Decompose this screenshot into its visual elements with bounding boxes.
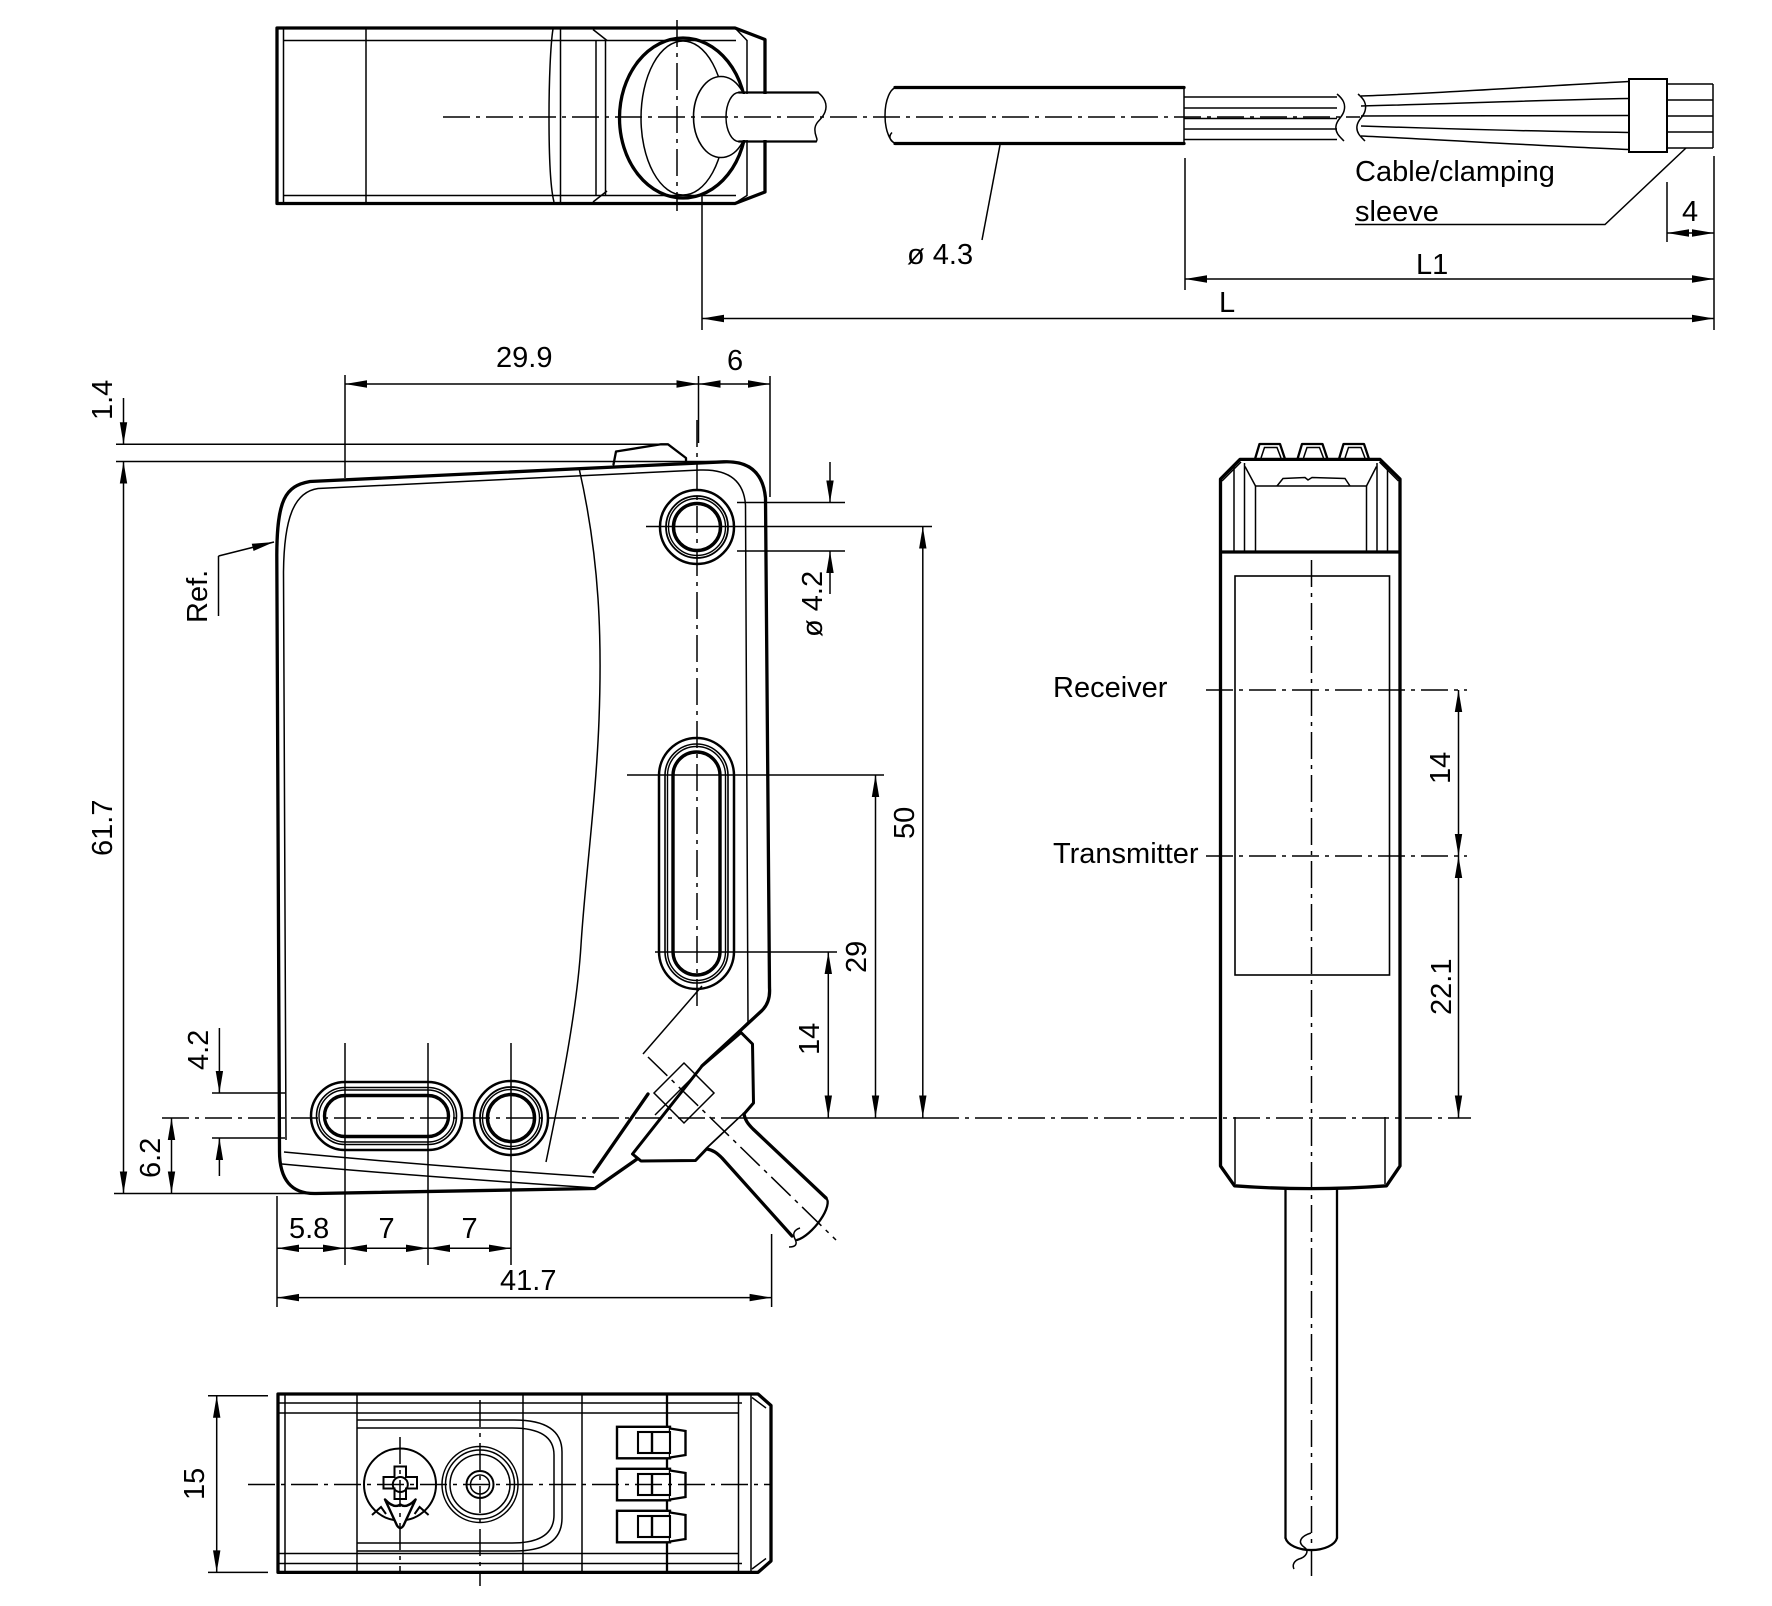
svg-text:22.1: 22.1 bbox=[1426, 959, 1458, 1015]
svg-text:Cable/clamping: Cable/clamping bbox=[1355, 156, 1555, 188]
svg-text:ø 4.3: ø 4.3 bbox=[907, 239, 973, 271]
svg-text:14: 14 bbox=[794, 1023, 826, 1055]
svg-text:6: 6 bbox=[727, 345, 743, 377]
svg-text:6.2: 6.2 bbox=[135, 1138, 167, 1178]
svg-text:Ref.: Ref. bbox=[182, 570, 214, 623]
svg-text:4: 4 bbox=[1682, 196, 1698, 228]
svg-text:61.7: 61.7 bbox=[87, 800, 119, 856]
svg-text:29.9: 29.9 bbox=[496, 342, 552, 374]
svg-text:ø 4.2: ø 4.2 bbox=[797, 571, 829, 637]
svg-text:7: 7 bbox=[379, 1213, 395, 1245]
svg-text:4.2: 4.2 bbox=[183, 1030, 215, 1070]
svg-text:Receiver: Receiver bbox=[1053, 672, 1168, 704]
svg-text:L: L bbox=[1219, 287, 1235, 319]
svg-text:14: 14 bbox=[1425, 752, 1457, 784]
svg-text:sleeve: sleeve bbox=[1355, 196, 1439, 228]
svg-text:5.8: 5.8 bbox=[289, 1213, 329, 1245]
svg-text:Transmitter: Transmitter bbox=[1053, 838, 1199, 870]
svg-text:15: 15 bbox=[179, 1468, 211, 1500]
svg-text:1.4: 1.4 bbox=[87, 380, 119, 420]
svg-text:L1: L1 bbox=[1416, 249, 1448, 281]
svg-text:41.7: 41.7 bbox=[500, 1265, 556, 1297]
svg-text:7: 7 bbox=[462, 1213, 478, 1245]
svg-text:50: 50 bbox=[889, 807, 921, 839]
svg-text:29: 29 bbox=[841, 941, 873, 973]
